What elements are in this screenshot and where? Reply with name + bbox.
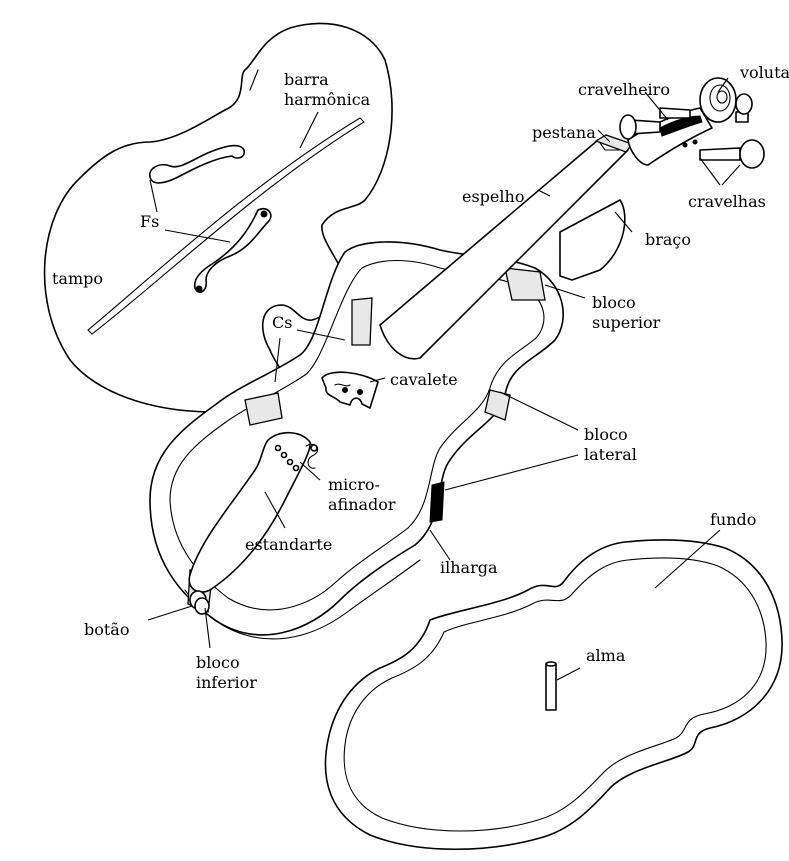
label-cravelhas: cravelhas [688,192,766,211]
label-harmonica: harmônica [284,90,371,109]
label-voluta: voluta [739,63,789,82]
label-bloco-lateral-2: lateral [584,445,637,464]
label-bloco-inferior-2: inferior [196,673,257,692]
corner-block-c [352,298,372,345]
upper-block [505,268,545,300]
label-ilharga: ilharga [440,558,498,577]
label-fundo: fundo [710,510,756,529]
label-espelho: espelho [462,187,524,206]
label-bloco-inferior-1: bloco [196,653,240,672]
label-bloco-superior-1: bloco [592,293,636,312]
label-pestana: pestana [532,123,596,142]
label-fs: Fs [140,212,159,231]
label-estandarte: estandarte [245,535,332,554]
label-barra: barra [284,70,329,89]
label-micro-1: micro- [328,475,380,494]
scroll [700,78,736,122]
label-tampo: tampo [52,269,103,288]
label-cs: Cs [272,313,292,332]
label-braco: braço [645,230,691,249]
sound-post [546,662,556,710]
label-micro-2: afinador [328,495,396,514]
label-alma: alma [586,646,626,665]
label-bloco-superior-2: superior [592,313,661,332]
label-cavalete: cavalete [390,370,458,389]
label-botao: botão [84,620,129,639]
label-cravelheiro: cravelheiro [578,80,670,99]
label-bloco-lateral-1: bloco [584,425,628,444]
neck-assembly [380,78,764,359]
